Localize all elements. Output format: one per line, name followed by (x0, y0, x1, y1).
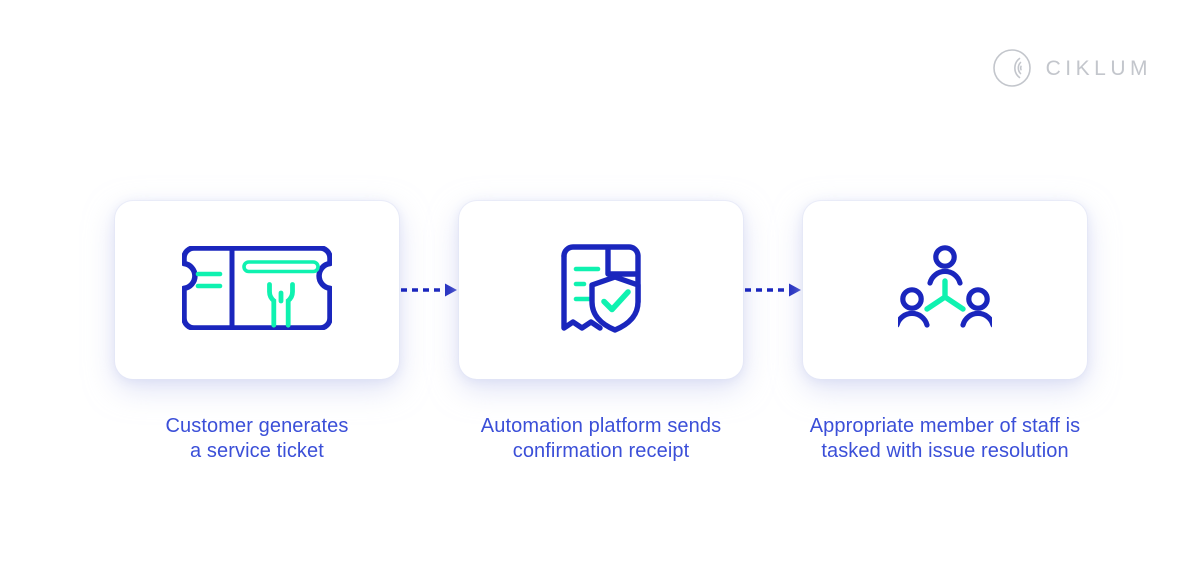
flow-step-2: Automation platform sends confirmation r… (459, 201, 743, 464)
dashed-arrow-right-icon (743, 282, 803, 298)
step-caption-3: Appropriate member of staff is tasked wi… (809, 415, 1081, 462)
flow-step-1: Customer generates a service ticket (115, 201, 399, 464)
dashed-arrow-right-icon (399, 282, 459, 298)
flow-connector-2 (743, 201, 803, 379)
team-hierarchy-people-icon (894, 244, 996, 336)
step-card-2[interactable] (459, 201, 743, 379)
step-caption-1: Customer generates a service ticket (165, 415, 349, 462)
service-ticket-wrench-icon (181, 244, 333, 335)
ciklum-c-logomark-icon (992, 48, 1032, 88)
receipt-shield-check-icon (556, 242, 646, 339)
step-card-3[interactable] (803, 201, 1087, 379)
step-caption-2: Automation platform sends confirmation r… (480, 415, 722, 462)
flow-connector-1 (399, 201, 459, 379)
process-flow: Customer generates a service ticket (115, 201, 1087, 464)
step-card-1[interactable] (115, 201, 399, 379)
brand-logo: CIKLUM (992, 48, 1152, 88)
brand-name: CIKLUM (1045, 56, 1152, 80)
flow-step-3: Appropriate member of staff is tasked wi… (803, 201, 1087, 464)
